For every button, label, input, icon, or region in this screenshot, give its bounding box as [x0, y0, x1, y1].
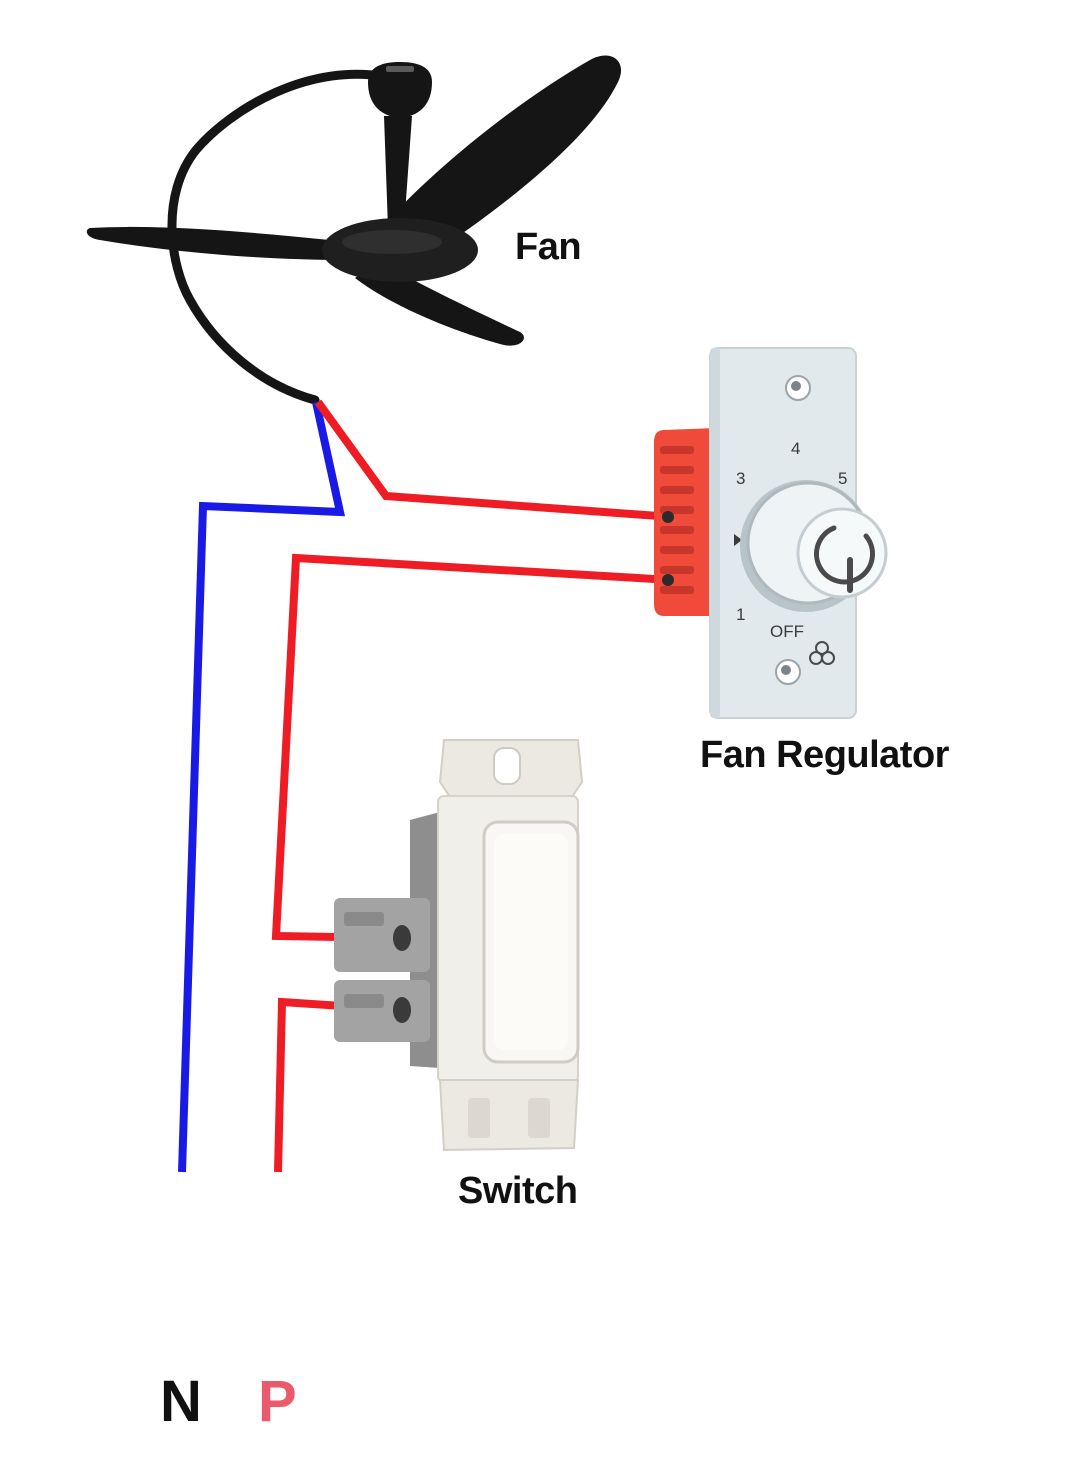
regulator-housing-slot — [660, 466, 694, 474]
regulator-housing-slot — [660, 486, 694, 494]
regulator-mark-off: OFF — [770, 622, 804, 641]
switch-bottom-slot — [528, 1098, 550, 1138]
switch-terminal-block-lower — [334, 980, 430, 1042]
fan-canopy-badge — [386, 66, 414, 72]
regulator-housing-slot — [660, 566, 694, 574]
regulator-mark-4: 4 — [791, 439, 800, 458]
fan-cable — [167, 69, 397, 405]
fan-regulator: 4 3 5 1 OFF — [654, 347, 888, 719]
regulator-mark-3: 3 — [736, 469, 745, 488]
switch-bottom-slot — [468, 1098, 490, 1138]
switch-terminal-slot — [344, 994, 384, 1008]
fan-blade-right — [372, 55, 622, 262]
regulator-housing-slot — [660, 446, 694, 454]
switch-bottom-tab — [438, 1079, 580, 1152]
phase-label: P — [258, 1369, 297, 1434]
power-icon — [814, 525, 875, 593]
fan-canopy — [368, 62, 432, 118]
regulator-housing-slot — [660, 526, 694, 534]
regulator-screw-hole-top-inner — [791, 381, 801, 391]
switch-terminal-screw — [393, 925, 411, 951]
switch-rocker-highlight — [494, 834, 568, 1050]
fan-downrod — [384, 116, 412, 228]
ceiling-fan — [86, 55, 622, 405]
regulator-indicator — [734, 534, 742, 546]
modular-switch — [334, 739, 584, 1152]
switch-terminal-slot — [344, 912, 384, 926]
regulator-housing-slot — [660, 586, 694, 594]
regulator-terminal — [662, 511, 674, 523]
regulator-plate-edge — [710, 348, 720, 718]
regulator-mark-5: 5 — [838, 469, 847, 488]
fan-motor-highlight — [342, 230, 442, 254]
phase-wire-fan-regulator — [314, 399, 673, 521]
regulator-screw-hole-bottom-inner — [781, 665, 791, 675]
fan-icon — [809, 641, 835, 665]
switch-terminal-block-upper — [334, 898, 430, 972]
neutral-wire — [178, 401, 346, 1173]
switch-top-slot — [493, 747, 521, 785]
regulator-terminal — [662, 574, 674, 586]
switch-label: Switch — [458, 1170, 578, 1212]
switch-terminal-screw — [393, 997, 411, 1023]
fan-label: Fan — [515, 226, 582, 268]
fan-regulator-label: Fan Regulator — [700, 734, 949, 776]
neutral-label: N — [160, 1369, 202, 1434]
fan-blade-lower — [355, 262, 524, 346]
regulator-housing-slot — [660, 546, 694, 554]
regulator-mark-1: 1 — [736, 605, 745, 624]
fan-blade-left — [86, 226, 350, 260]
